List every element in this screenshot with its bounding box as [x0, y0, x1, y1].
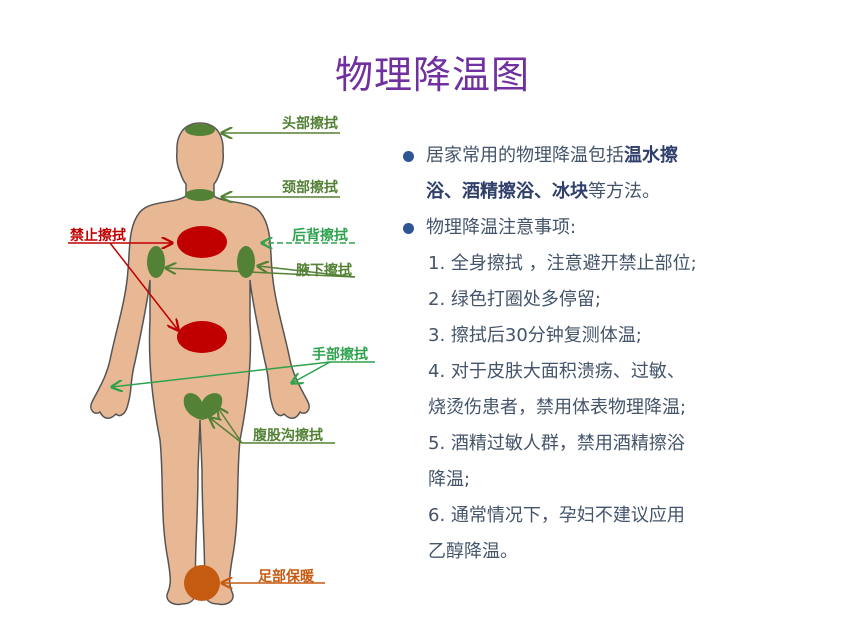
- methods-end: 等方法。: [588, 181, 660, 202]
- instructions-panel: 居家常用的物理降温包括温水擦 浴、酒精擦浴、冰块等方法。 物理降温注意事项: 1…: [400, 138, 820, 570]
- list-item: 降温;: [428, 469, 471, 490]
- body-diagram: 头部擦拭 颈部擦拭 禁止擦拭 后背擦拭 腋下擦拭 手部擦拭 腹股沟擦拭 足部保暖: [0, 0, 400, 640]
- list-item: 1. 全身擦拭 ，注意避开禁止部位;: [428, 253, 697, 274]
- label-neck-wipe: 颈部擦拭: [282, 180, 338, 196]
- bullet-precautions: 物理降温注意事项:: [400, 210, 820, 246]
- label-back-wipe: 后背擦拭: [292, 228, 348, 244]
- label-hand-wipe: 手部擦拭: [312, 347, 368, 363]
- bullet-dot-icon: [403, 151, 414, 162]
- abdomen-forbidden-zone: [177, 321, 227, 353]
- label-head-wipe: 头部擦拭: [282, 116, 338, 132]
- label-foot-warm: 足部保暖: [258, 569, 314, 585]
- head-zone: [185, 124, 215, 136]
- precautions-heading: 物理降温注意事项:: [426, 217, 577, 238]
- right-armpit-zone: [237, 246, 255, 278]
- methods-intro: 居家常用的物理降温包括: [426, 145, 624, 166]
- left-armpit-zone: [147, 246, 165, 278]
- page-title: 物理降温图: [334, 53, 530, 97]
- foot-zone: [184, 565, 220, 601]
- human-body-illustration: [68, 122, 375, 606]
- list-item: 3. 擦拭后30分钟复测体温;: [428, 325, 642, 346]
- label-groin-wipe: 腹股沟擦拭: [253, 428, 323, 444]
- groin-zone: [183, 393, 223, 420]
- bullet-methods: 居家常用的物理降温包括温水擦 浴、酒精擦浴、冰块等方法。: [400, 138, 820, 210]
- list-item: 5. 酒精过敏人群，禁用酒精擦浴: [428, 433, 685, 454]
- methods-bold-2: 浴、酒精擦浴、冰块: [426, 181, 588, 202]
- list-item: 乙醇降温。: [428, 541, 518, 562]
- label-armpit-wipe: 腋下擦拭: [296, 263, 352, 279]
- methods-bold-1: 温水擦: [624, 145, 678, 166]
- chest-forbidden-zone: [177, 226, 227, 258]
- neck-zone: [185, 189, 215, 201]
- label-forbidden: 禁止擦拭: [70, 228, 126, 244]
- list-item: 6. 通常情况下，孕妇不建议应用: [428, 505, 685, 526]
- list-item: 烧烫伤患者，禁用体表物理降温;: [428, 397, 687, 418]
- list-item: 2. 绿色打圈处多停留;: [428, 289, 601, 310]
- list-item: 4. 对于皮肤大面积溃疡、过敏、: [428, 361, 685, 382]
- bullet-dot-icon: [403, 223, 414, 234]
